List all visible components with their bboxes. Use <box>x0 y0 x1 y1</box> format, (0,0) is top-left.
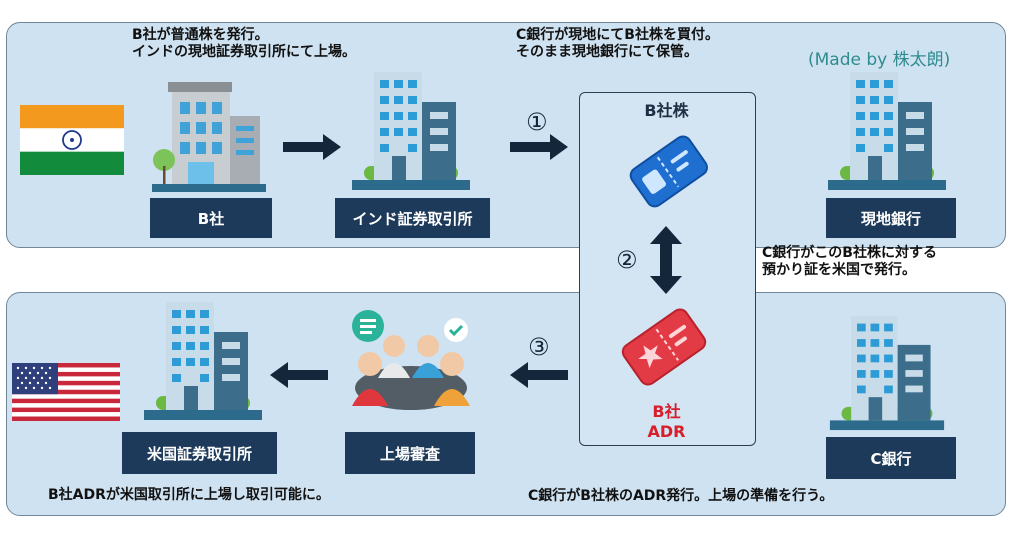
double-arrow-icon <box>650 226 682 294</box>
note-right-mid-2: 預かり証を米国で発行。 <box>762 262 916 278</box>
note-bottom-right: C銀行がB社株のADR発行。上場の準備を行う。 <box>528 488 834 504</box>
note-top-left-1: B社が普通株を発行。 <box>132 27 269 43</box>
adr-ticket-icon <box>621 308 707 386</box>
note-top-left-2: インドの現地証券取引所にて上場。 <box>132 44 356 60</box>
arrow-left-1 <box>510 362 568 388</box>
adr-line-2: ADR <box>647 422 686 441</box>
center-stock-title: B社株 <box>644 101 689 120</box>
adr-line-1: B社 <box>652 402 681 421</box>
credit-text: (Made by 株太朗) <box>808 50 951 70</box>
stock-ticket-icon <box>629 135 708 208</box>
note-top-mid-2: そのまま現地銀行にて保管。 <box>516 44 698 60</box>
label-b-company: B社 <box>150 198 272 238</box>
india-exchange-building-icon <box>352 72 470 190</box>
local-bank-building-icon <box>828 72 946 190</box>
us-flag-icon <box>12 363 120 421</box>
india-flag-icon <box>20 105 124 175</box>
step-2-label: ② <box>616 246 638 274</box>
arrow-right-1 <box>283 134 341 160</box>
c-bank-building-icon <box>829 315 945 431</box>
step-1-label: ① <box>526 108 548 136</box>
note-right-mid-1: C銀行がこのB社株に対する <box>762 245 937 261</box>
label-india-exchange: インド証券取引所 <box>335 198 490 238</box>
meeting-people-icon <box>352 310 470 410</box>
us-exchange-building-icon <box>144 302 262 420</box>
label-local-bank: 現地銀行 <box>826 198 956 238</box>
label-us-exchange: 米国証券取引所 <box>122 432 277 474</box>
note-top-mid-1: C銀行が現地にてB社株を買付。 <box>516 27 719 43</box>
arrow-right-2 <box>510 134 568 160</box>
arrow-left-2 <box>270 362 328 388</box>
step-3-label: ③ <box>528 333 550 361</box>
label-c-bank: C銀行 <box>826 437 956 479</box>
note-bottom-left: B社ADRが米国取引所に上場し取引可能に。 <box>48 487 330 503</box>
b-company-building-icon <box>152 82 266 192</box>
label-listing-review: 上場審査 <box>345 432 475 474</box>
